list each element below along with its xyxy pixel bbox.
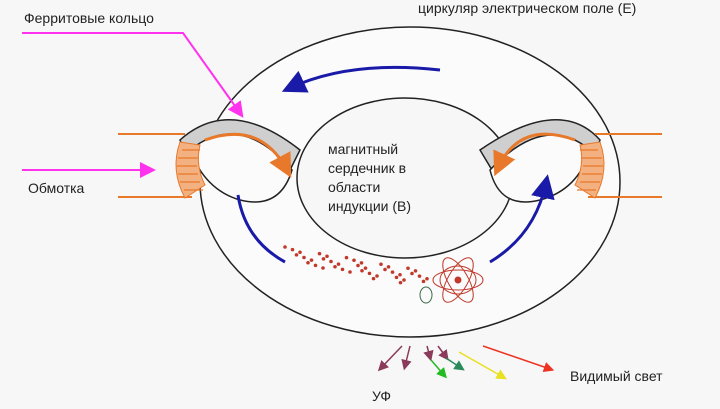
- particle-dot: [406, 266, 410, 271]
- particle-dot: [356, 263, 360, 268]
- particle-dot: [333, 264, 337, 269]
- particle-dot: [306, 260, 310, 265]
- electric-field-arrows: [236, 65, 555, 264]
- uv-label: УФ: [372, 388, 392, 404]
- particle-dot: [394, 275, 399, 280]
- particle-dot: [329, 259, 333, 264]
- particle-dot: [371, 276, 376, 281]
- particle-dot: [294, 253, 299, 257]
- particle-dot: [298, 250, 302, 255]
- particle-dot: [336, 262, 341, 266]
- emitted-light-arrows: [377, 345, 555, 380]
- particle-dot: [410, 271, 414, 276]
- particle-dot: [386, 265, 391, 269]
- particle-dot: [375, 274, 379, 278]
- particle-dot: [344, 255, 349, 260]
- particle-dot: [321, 257, 326, 261]
- particle-dot: [421, 279, 426, 284]
- electric-field-label: циркуляр электрическом поле (E): [418, 0, 637, 16]
- particle-dot: [321, 266, 325, 270]
- particle-dot: [283, 245, 287, 249]
- particle-dot: [398, 272, 402, 277]
- particle-dot: [340, 267, 345, 272]
- visible-light-label: Видимый свет: [570, 368, 663, 384]
- particle-dot: [390, 270, 395, 274]
- winding-label: Обмотка: [28, 180, 85, 196]
- electron-particles: [283, 245, 429, 285]
- core-line: магнитный: [328, 141, 399, 157]
- particle-dot: [379, 262, 383, 267]
- particle-dot: [363, 266, 368, 270]
- winding-right: [493, 132, 662, 199]
- core-line: сердечник в: [328, 160, 407, 176]
- particle-dot: [367, 271, 372, 276]
- particle-dot: [317, 251, 322, 256]
- magnetic-core-label: магнитный сердечник в области индукции (…: [328, 140, 411, 216]
- particle-dot: [402, 278, 406, 282]
- winding-left: [118, 132, 292, 199]
- particle-dot: [360, 268, 364, 273]
- ferrite-ring-left: [179, 119, 301, 203]
- particle-dot: [352, 258, 356, 263]
- ferrite-ring-label: Ферритовые кольцо: [24, 10, 154, 26]
- particle-dot: [398, 280, 403, 285]
- core-line: области: [328, 179, 381, 195]
- particle-dot: [313, 263, 318, 268]
- pointer-arrows: [22, 32, 244, 178]
- glass-tube: [199, 26, 621, 338]
- particle-dot: [417, 274, 422, 278]
- particle-dot: [359, 261, 364, 265]
- particle-dot: [425, 276, 429, 281]
- mercury-atom-icon: [419, 257, 484, 304]
- particle-dot: [325, 254, 329, 259]
- particle-dot: [383, 267, 387, 272]
- particle-dot: [309, 258, 314, 262]
- particle-dot: [413, 269, 418, 273]
- particle-dot: [290, 247, 295, 252]
- particle-dot: [348, 270, 352, 274]
- particle-dot: [302, 255, 306, 260]
- core-line: индукции (B): [328, 198, 412, 214]
